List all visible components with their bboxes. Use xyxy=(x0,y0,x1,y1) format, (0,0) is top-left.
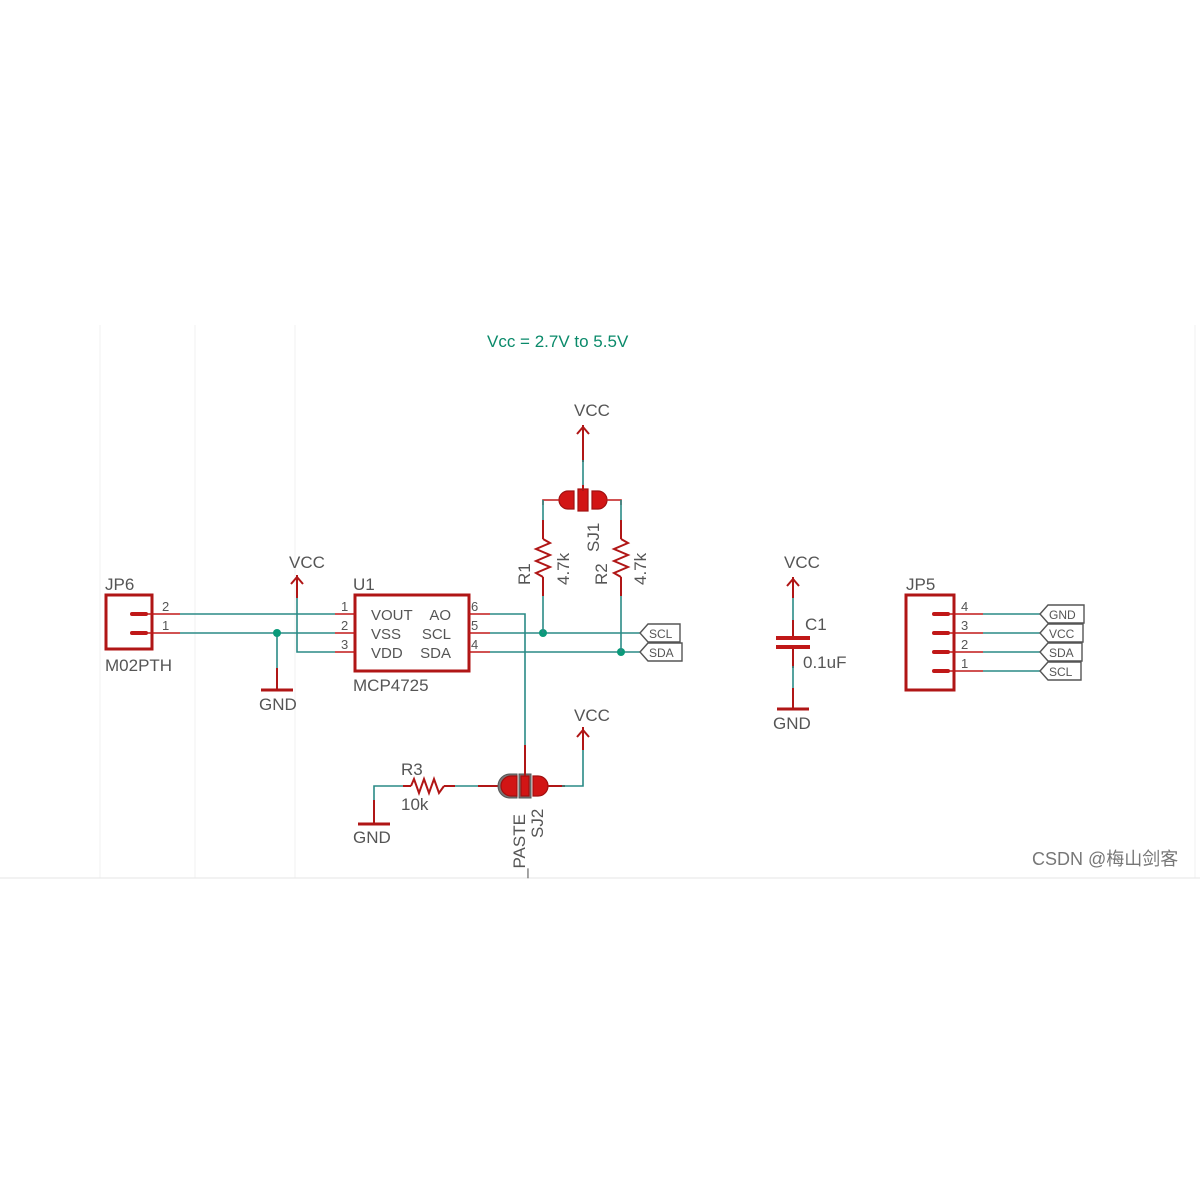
jp5-connector[interactable]: JP5 4 3 2 1 GND VCC SDA SCL xyxy=(904,575,1085,692)
u1-pin-name: VOUT xyxy=(371,607,413,624)
net-tag-scl: SCL xyxy=(1039,661,1082,681)
svg-text:SDA: SDA xyxy=(649,646,674,660)
vcc-label: VCC xyxy=(574,401,610,420)
u1-value: MCP4725 xyxy=(353,676,429,695)
jp6-ref: JP6 xyxy=(105,575,134,594)
sheet-frame xyxy=(0,325,1200,879)
wire-ao xyxy=(490,613,526,760)
sj2-value: _PASTE xyxy=(510,814,529,879)
wires-left xyxy=(180,590,335,670)
jp5-body xyxy=(904,593,956,692)
r3-value: 10k xyxy=(401,795,429,814)
svg-text:SCL: SCL xyxy=(649,627,673,641)
supply-voltage-note: Vcc = 2.7V to 5.5V xyxy=(487,332,629,351)
r3-ref: R3 xyxy=(401,760,423,779)
address-select-network[interactable]: GND R3 10k VCC SJ2 _PASTE xyxy=(353,706,610,879)
vcc-label: VCC xyxy=(574,706,610,725)
jp5-pin-number: 3 xyxy=(961,618,968,633)
junction-dot xyxy=(273,629,281,637)
r2-ref: R2 xyxy=(592,563,611,585)
wires-right xyxy=(490,613,640,760)
u1-pin-name: SDA xyxy=(420,645,451,662)
vcc-symbol: VCC xyxy=(289,553,325,598)
vcc-label: VCC xyxy=(784,553,820,572)
svg-text:SCL: SCL xyxy=(1049,665,1073,679)
u1-ref: U1 xyxy=(353,575,375,594)
r1-ref: R1 xyxy=(515,563,534,585)
net-tag-sda: SDA xyxy=(639,642,683,662)
jp5-pin-number: 2 xyxy=(961,637,968,652)
svg-text:SDA: SDA xyxy=(1049,646,1074,660)
r2-value: 4.7k xyxy=(631,552,650,585)
pullup-network[interactable]: VCC SJ1 R1 4.7k R2 4.7k xyxy=(515,401,650,652)
c1-ref: C1 xyxy=(805,615,827,634)
c1-capacitor[interactable]: VCC C1 0.1uF GND xyxy=(773,553,846,733)
gnd-label: GND xyxy=(353,828,391,847)
gnd-label: GND xyxy=(773,714,811,733)
r2-resistor[interactable] xyxy=(611,520,631,596)
u1-mcp4725[interactable]: U1 MCP4725 1 2 3 VOUT VSS VDD 6 5 4 AO S… xyxy=(335,575,490,695)
jp6-connector[interactable]: JP6 M02PTH 2 1 xyxy=(104,575,180,675)
jp6-value: M02PTH xyxy=(105,656,172,675)
sj1-solder-jumper[interactable] xyxy=(558,485,608,512)
watermark: CSDN @梅山剑客 xyxy=(1032,849,1178,869)
u1-pin-number: 5 xyxy=(471,618,478,633)
net-tag-gnd: GND xyxy=(1039,604,1085,624)
sj1-ref: SJ1 xyxy=(584,523,603,552)
jp5-pin-number: 4 xyxy=(961,599,968,614)
vcc-label: VCC xyxy=(289,553,325,572)
wire-vdd xyxy=(296,590,335,653)
sj2-ref: SJ2 xyxy=(528,809,547,838)
gnd-symbol: GND xyxy=(259,668,297,714)
net-tag-vcc: VCC xyxy=(1039,623,1084,643)
u1-pin-name: AO xyxy=(429,607,451,624)
u1-pin-number: 3 xyxy=(341,637,348,652)
jp6-pin-number: 1 xyxy=(162,618,169,633)
jp5-pin-number: 1 xyxy=(961,656,968,671)
jp6-pin-number: 2 xyxy=(162,599,169,614)
c1-value: 0.1uF xyxy=(803,653,846,672)
u1-pin-number: 6 xyxy=(471,599,478,614)
u1-pin-name: VDD xyxy=(371,645,403,662)
gnd-label: GND xyxy=(259,695,297,714)
svg-text:GND: GND xyxy=(1049,608,1076,622)
r1-value: 4.7k xyxy=(554,552,573,585)
u1-pin-number: 4 xyxy=(471,637,478,652)
sj2-solder-jumper[interactable] xyxy=(497,745,549,799)
jp5-ref: JP5 xyxy=(906,575,935,594)
u1-pin-number: 1 xyxy=(341,599,348,614)
u1-pin-name: VSS xyxy=(371,626,401,643)
net-tag-scl: SCL xyxy=(639,623,681,643)
net-tag-sda: SDA xyxy=(1039,642,1083,662)
jp6-body xyxy=(104,593,154,651)
u1-pin-number: 2 xyxy=(341,618,348,633)
svg-text:VCC: VCC xyxy=(1049,627,1075,641)
r3-resistor[interactable] xyxy=(403,776,455,796)
r1-resistor[interactable] xyxy=(533,520,553,596)
u1-pin-name: SCL xyxy=(422,626,451,643)
